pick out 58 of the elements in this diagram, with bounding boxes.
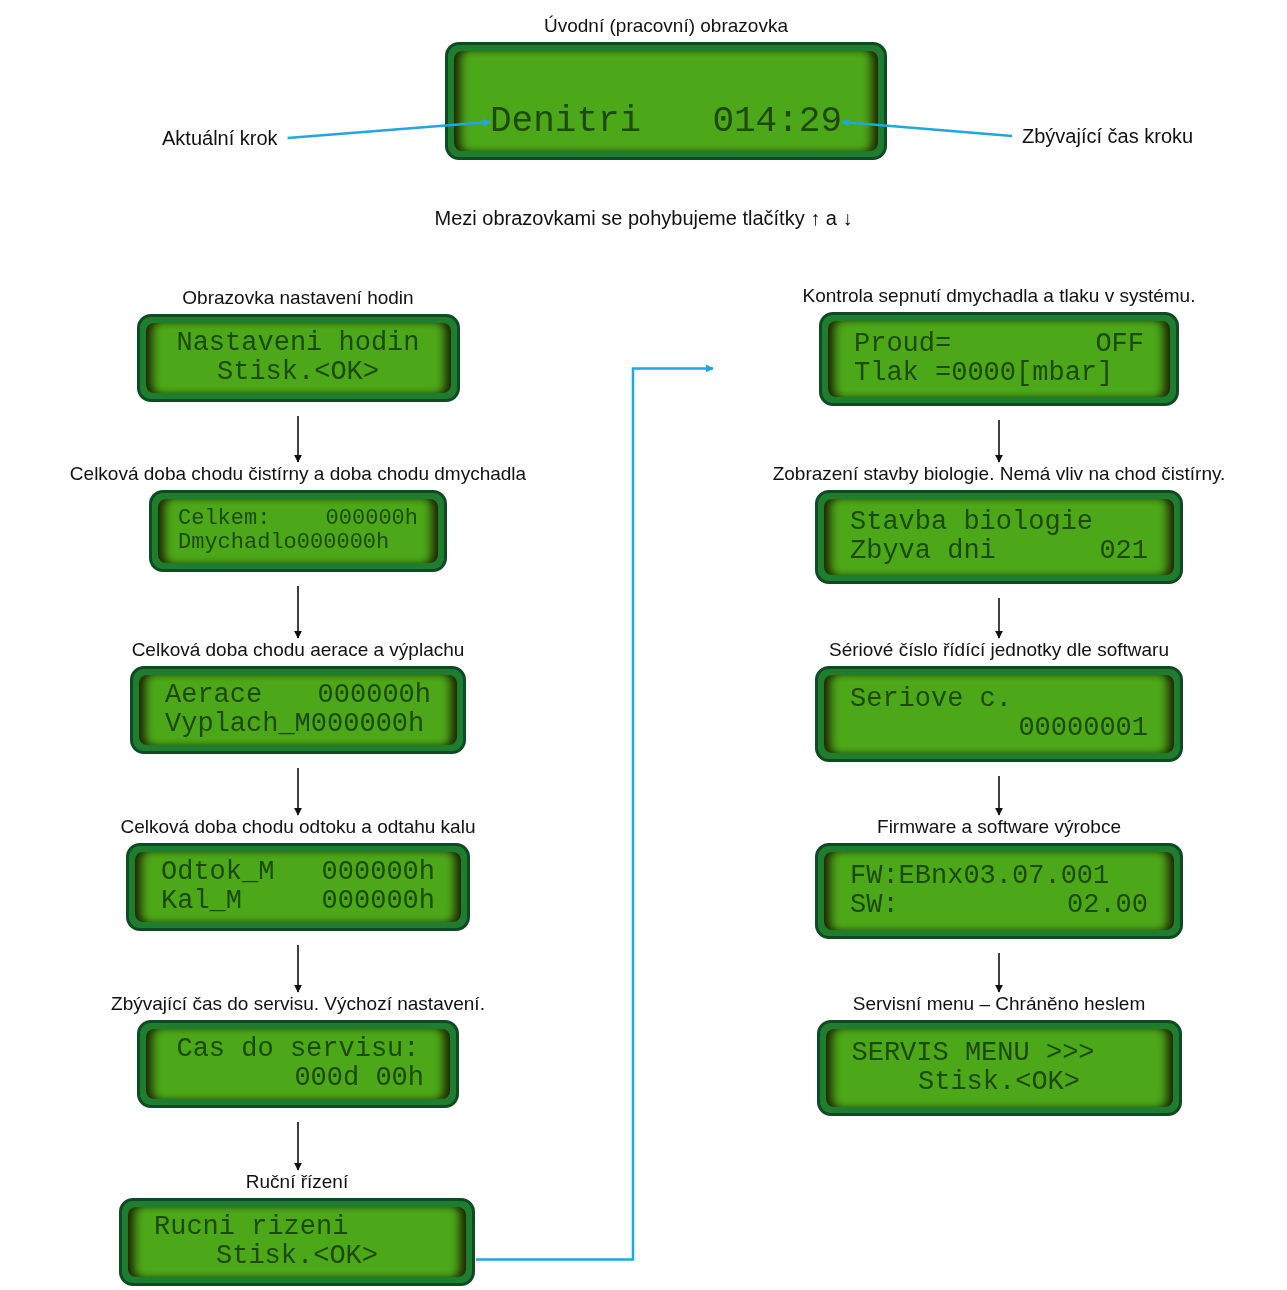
screen-title: Zbývající čas do servisu. Výchozí nastavení. (111, 992, 485, 1016)
arrow (995, 597, 1003, 639)
lcd-text: Tlak =0000[mbar] (854, 360, 1114, 387)
lcd-text: 02.00 (1067, 892, 1148, 919)
lcd-text: 014:29 (712, 101, 842, 142)
lcd-text: SERVIS MENU >>> (851, 1040, 1095, 1067)
lcd-text: Stisk.<OK> (918, 1069, 1080, 1096)
lcd-text: 000000h (325, 508, 418, 530)
arrow (287, 118, 491, 140)
callout-text: Zbývající čas kroku (1022, 123, 1194, 149)
arrow (294, 1121, 302, 1171)
arrow (995, 775, 1003, 816)
lcd-text: 000000h (317, 682, 431, 709)
lcd-text: 00000001 (1018, 715, 1148, 742)
lcd-text: SW: (850, 892, 899, 919)
screen-title: Obrazovka nastavení hodin (182, 286, 414, 310)
lcd-text: Cas do servisu: (176, 1036, 420, 1063)
lcd-text: Zbyva dni (850, 538, 996, 565)
navigation-note: Mezi obrazovkami se pohybujeme tlačítky ↑ a ↓ (434, 206, 853, 231)
arrow (476, 364, 714, 1261)
lcd-text: Vyplach_M000000h (165, 711, 425, 738)
lcd-text: Stisk.<OK> (217, 359, 379, 386)
arrow (294, 415, 302, 463)
screen-title: Kontrola sepnutí dmychadla a tlaku v systému. (802, 284, 1196, 308)
lcd-text: FW:EBnx03.07.001 (850, 863, 1110, 890)
arrow (294, 944, 302, 993)
callout-text: Aktuální krok (162, 125, 278, 151)
lcd-text: 000000h (321, 859, 435, 886)
lcd-text: Kal_M (161, 888, 242, 915)
arrow (995, 419, 1003, 463)
lcd-text: Celkem: (178, 508, 271, 530)
screen-title: Úvodní (pracovní) obrazovka (544, 14, 788, 38)
lcd-text: Stavba biologie (850, 509, 1094, 536)
lcd-text: Dmychadlo000000h (178, 532, 390, 554)
lcd-text: Aerace (165, 682, 263, 709)
screen-title: Firmware a software výrobce (877, 815, 1121, 839)
screen-title: Ruční řízení (245, 1170, 349, 1194)
screen-title: Celková doba chodu aerace a výplachu (131, 638, 465, 662)
screen-title: Sériové číslo řídící jednotky dle softwaru (828, 638, 1169, 662)
lcd-text: 000d 00h (294, 1065, 424, 1092)
lcd-text: Rucni rizeni (154, 1214, 349, 1241)
lcd-text: Proud= (854, 331, 952, 358)
screen-title: Servisní menu – Chráněno heslem (852, 992, 1146, 1016)
lcd-text: Stisk.<OK> (216, 1243, 378, 1270)
lcd-text: 021 (1099, 538, 1148, 565)
lcd-text: Denitri (490, 101, 642, 142)
lcd-text: Odtok_M (161, 859, 275, 886)
screen-title: Celková doba chodu odtoku a odtahu kalu (120, 815, 476, 839)
lcd-text: Seriove c. (850, 686, 1013, 713)
screen-title: Zobrazení stavby biologie. Nemá vliv na chod čistírny. (772, 462, 1226, 486)
lcd-text: Nastaveni hodin (176, 330, 420, 357)
arrow (841, 118, 1013, 138)
lcd-text: OFF (1095, 331, 1144, 358)
screen-title: Celková doba chodu čistírny a doba chodu dmychadla (69, 462, 527, 486)
arrow (995, 952, 1003, 993)
lcd-text: 000000h (321, 888, 435, 915)
arrow (294, 585, 302, 639)
arrow (294, 767, 302, 816)
